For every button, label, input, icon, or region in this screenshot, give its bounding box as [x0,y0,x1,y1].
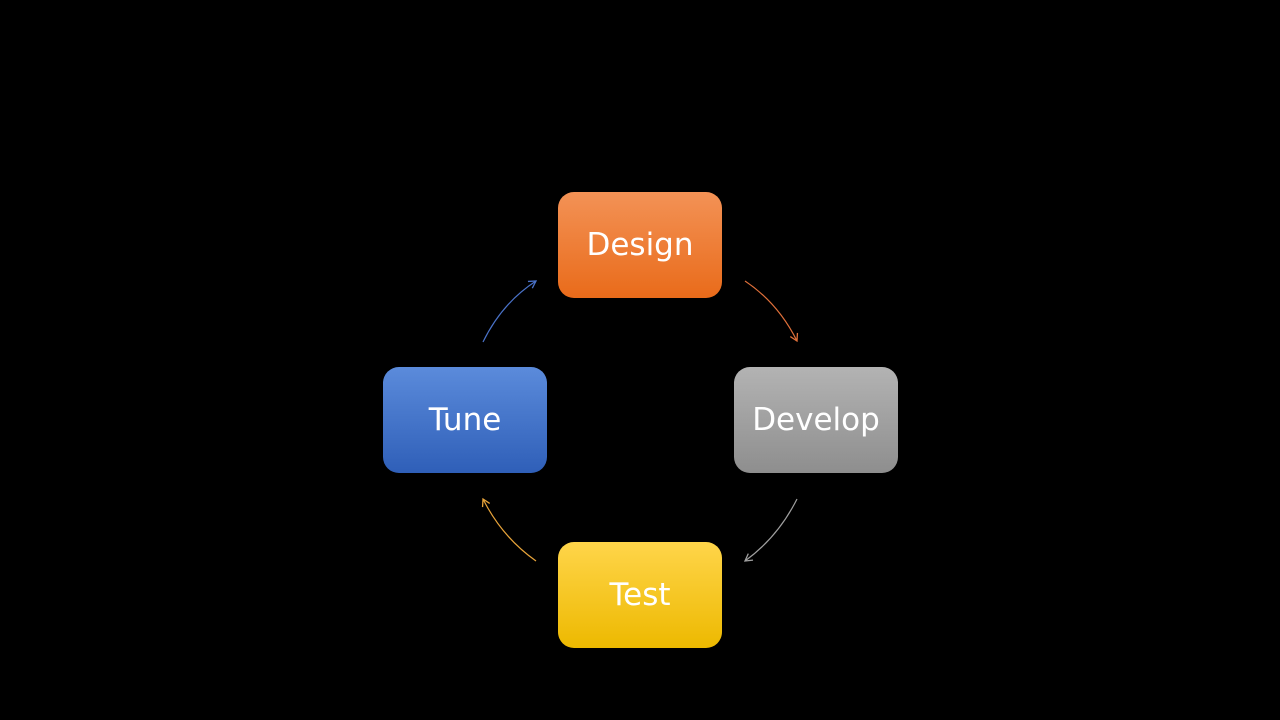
arrow-test-to-tune [481,497,537,562]
node-design: Design [558,192,722,298]
node-label: Design [586,227,694,263]
node-develop: Develop [734,367,898,473]
node-label: Test [609,577,671,613]
arrow-tune-to-design [482,280,538,343]
node-test: Test [558,542,722,648]
arrow-develop-to-test [743,498,798,562]
arrow-design-to-develop [744,280,799,343]
node-label: Tune [428,402,502,438]
node-tune: Tune [383,367,547,473]
node-label: Develop [752,402,880,438]
